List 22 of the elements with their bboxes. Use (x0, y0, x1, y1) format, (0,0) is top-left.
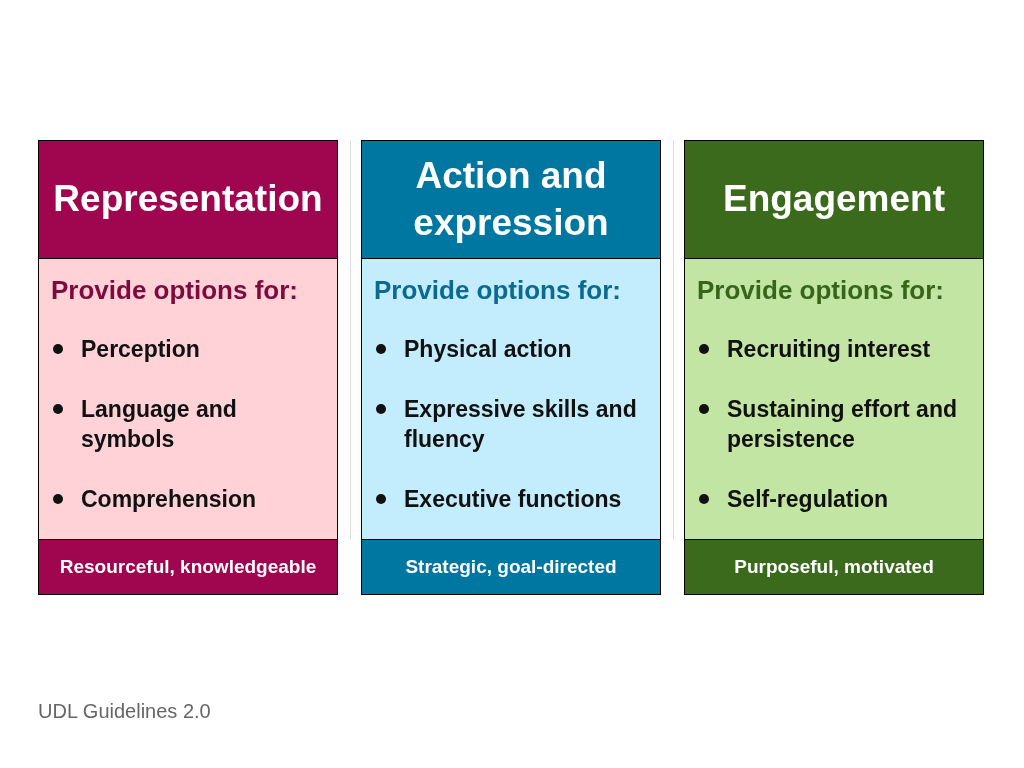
panel-heading: Provide options for: (51, 275, 299, 306)
bullet-text: Physical action (404, 335, 572, 364)
bullet-text: Expressive skills and fluency (404, 395, 638, 454)
column-header: Engagement (684, 140, 984, 259)
panel-heading: Provide options for: (697, 275, 945, 306)
column-header: Action and expression (361, 140, 661, 259)
bullet-text: Sustaining effort and persistence (727, 395, 958, 454)
bullet-text: Language and symbols (81, 395, 238, 454)
panel-heading: Provide options for: (374, 275, 622, 306)
bullet-text: Perception (81, 335, 200, 364)
bullet-text: Self-regulation (727, 485, 888, 514)
column-footer: Strategic, goal-directed (361, 539, 661, 595)
bullet-text: Comprehension (81, 485, 257, 514)
column-header: Representation (38, 140, 338, 259)
options-panel (38, 259, 338, 539)
bullet-text: Recruiting interest (727, 335, 931, 364)
bullet-text: Executive functions (404, 485, 622, 514)
column-footer: Resourceful, knowledgeable (38, 539, 338, 595)
options-panel (684, 259, 984, 539)
options-panel (361, 259, 661, 539)
caption: UDL Guidelines 2.0 (38, 700, 211, 723)
column-footer: Purposeful, motivated (684, 539, 984, 595)
